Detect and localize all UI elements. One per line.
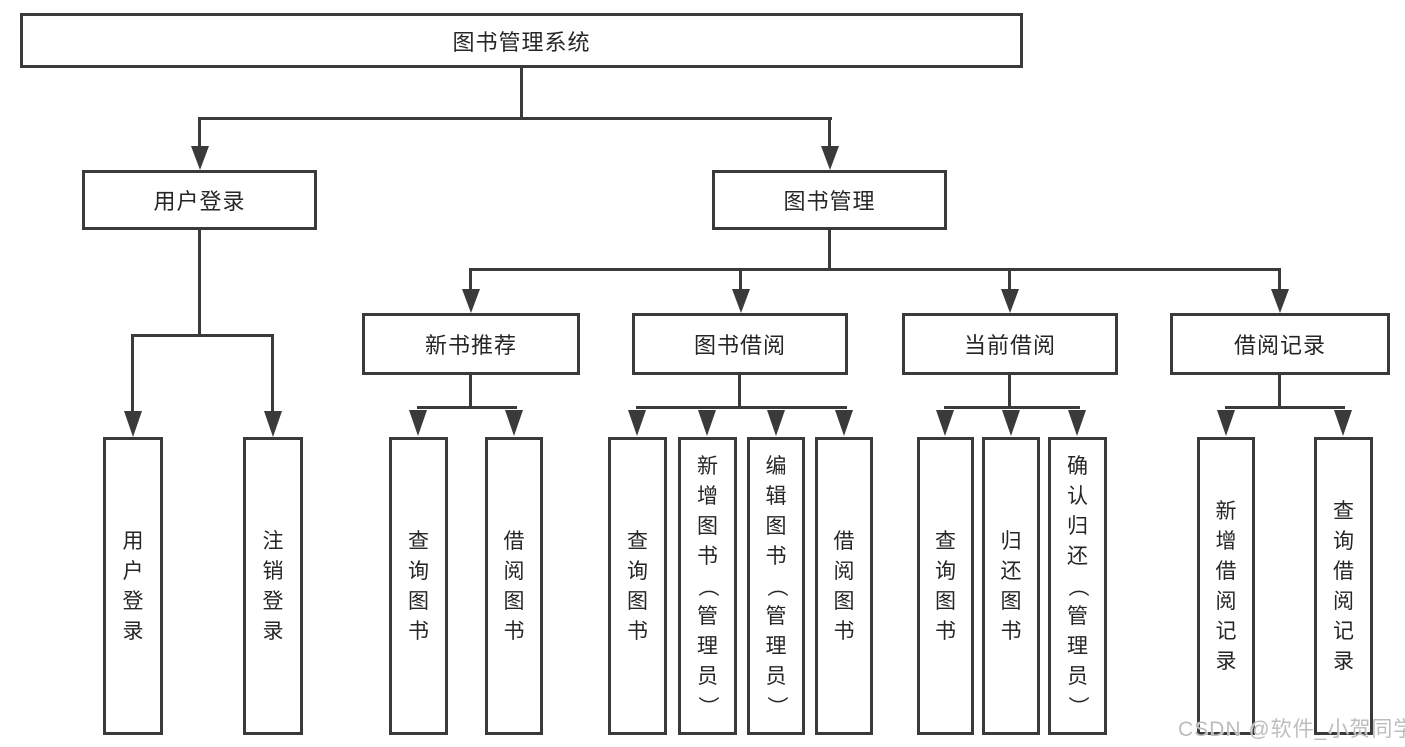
leaf-query-borrow-record: 查询借阅记录 [1314, 437, 1373, 735]
arrow-into-borrow-books-1-icon [505, 410, 523, 436]
connector-drop-leaf-logout [271, 334, 274, 413]
arrow-into-book-management-icon [821, 146, 839, 170]
watermark-text: CSDN @软件_小贺同学 [1178, 718, 1405, 741]
arrow-into-return-book-icon [1002, 410, 1020, 436]
node-root: 图书管理系统 [20, 13, 1023, 68]
leaf-borrow-books-2: 借阅图书 [815, 437, 873, 735]
connector-user-login-hbar [131, 334, 274, 337]
connector-drop-book-borrow [739, 268, 742, 291]
connector-borrow-records-hbar [1225, 406, 1345, 409]
arrow-into-query-books-3-icon [936, 410, 954, 436]
connector-new-book-stub [469, 375, 472, 406]
node-new-book-recommend: 新书推荐 [362, 313, 580, 375]
node-current-borrow: 当前借阅 [902, 313, 1118, 375]
node-borrow-records: 借阅记录 [1170, 313, 1390, 375]
leaf-add-book-admin: 新增图书（管理员） [678, 437, 737, 735]
leaf-return-book: 归还图书 [982, 437, 1040, 735]
connector-level3-hbar [469, 268, 1281, 271]
arrow-into-edit-book-icon [767, 410, 785, 436]
connector-drop-user-login [198, 117, 201, 148]
connector-current-borrow-stub [1008, 375, 1011, 406]
arrow-into-borrow-books-2-icon [835, 410, 853, 436]
arrow-into-new-book-icon [462, 289, 480, 313]
connector-book-borrow-hbar [636, 406, 847, 409]
arrow-into-add-borrow-record-icon [1217, 410, 1235, 436]
connector-book-management-stub [828, 230, 831, 268]
arrow-into-confirm-return-icon [1068, 410, 1086, 436]
connector-drop-current-borrow [1008, 268, 1011, 291]
leaf-edit-book-admin: 编辑图书（管理员） [747, 437, 805, 735]
arrow-into-query-borrow-record-icon [1334, 410, 1352, 436]
node-book-management: 图书管理 [712, 170, 947, 230]
connector-new-book-hbar [417, 406, 517, 409]
leaf-query-books-3: 查询图书 [917, 437, 974, 735]
arrow-into-user-login-icon [191, 146, 209, 170]
arrow-into-book-borrow-icon [732, 289, 750, 313]
arrow-into-query-books-2-icon [628, 410, 646, 436]
node-user-login: 用户登录 [82, 170, 317, 230]
arrow-into-add-book-icon [698, 410, 716, 436]
leaf-confirm-return-admin: 确认归还（管理员） [1048, 437, 1107, 735]
connector-book-borrow-stub [738, 375, 741, 406]
leaf-query-books-1: 查询图书 [389, 437, 448, 735]
connector-drop-leaf-user-login [131, 334, 134, 413]
connector-level1-hbar [198, 117, 832, 120]
connector-drop-book-management [828, 117, 831, 148]
leaf-query-books-2: 查询图书 [608, 437, 667, 735]
leaf-borrow-books-1: 借阅图书 [485, 437, 543, 735]
arrow-into-leaf-logout-icon [264, 411, 282, 437]
connector-borrow-records-stub [1278, 375, 1281, 406]
connector-drop-new-book [469, 268, 472, 291]
leaf-user-login: 用户登录 [103, 437, 163, 735]
node-book-borrow: 图书借阅 [632, 313, 848, 375]
leaf-add-borrow-record: 新增借阅记录 [1197, 437, 1255, 735]
connector-root-stub [520, 68, 523, 117]
leaf-logout: 注销登录 [243, 437, 303, 735]
arrow-into-current-borrow-icon [1001, 289, 1019, 313]
arrow-into-borrow-records-icon [1271, 289, 1289, 313]
connector-current-borrow-hbar [944, 406, 1080, 409]
connector-user-login-stub [198, 230, 201, 334]
arrow-into-query-books-1-icon [409, 410, 427, 436]
connector-drop-borrow-records [1278, 268, 1281, 291]
arrow-into-leaf-user-login-icon [124, 411, 142, 437]
